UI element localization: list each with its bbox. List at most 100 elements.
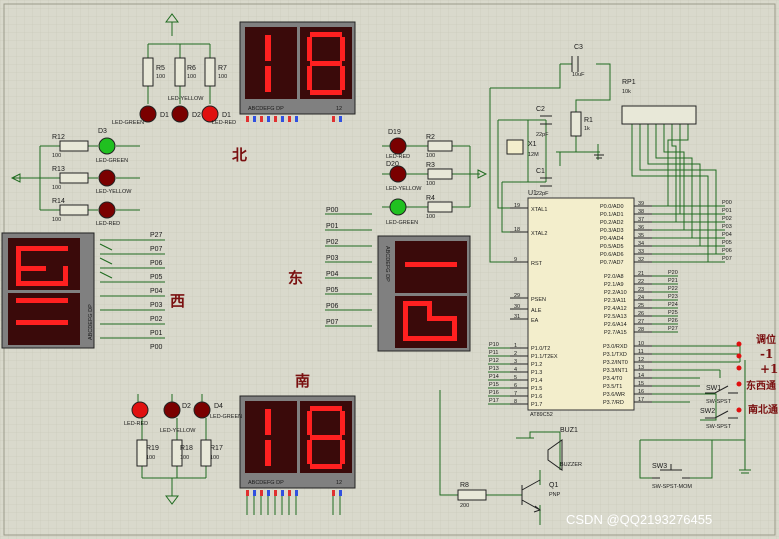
svg-text:SW2: SW2 — [700, 408, 715, 415]
svg-text:SW-SPST-MOM: SW-SPST-MOM — [652, 484, 692, 490]
svg-text:R17: R17 — [210, 445, 223, 452]
svg-text:P2.5/A13: P2.5/A13 — [604, 314, 627, 320]
svg-text:36: 36 — [638, 225, 644, 231]
svg-text:17: 17 — [638, 397, 644, 403]
svg-text:9: 9 — [514, 257, 517, 263]
svg-text:P03: P03 — [150, 302, 163, 309]
svg-text:P01: P01 — [150, 330, 163, 337]
svg-text:C3: C3 — [574, 44, 583, 51]
svg-text:4: 4 — [514, 367, 517, 373]
svg-text:P0.1/AD1: P0.1/AD1 — [600, 212, 624, 218]
svg-text:P03: P03 — [326, 255, 339, 262]
display-north[interactable]: ABCDEFG DP 12 — [239, 21, 356, 115]
svg-text:EA: EA — [531, 318, 539, 324]
svg-text:P25: P25 — [668, 310, 678, 316]
display-east[interactable]: ABCDEFG DP — [377, 235, 471, 352]
svg-text:3: 3 — [514, 359, 517, 365]
svg-text:P1.4: P1.4 — [531, 378, 542, 384]
svg-text:100: 100 — [52, 185, 61, 191]
east-led-group — [382, 137, 488, 216]
label-adjust: 调位 — [756, 333, 776, 346]
switch-sw2[interactable] — [705, 410, 738, 419]
svg-text:10k: 10k — [622, 89, 631, 95]
svg-text:24: 24 — [638, 295, 644, 301]
svg-text:P2.6/A14: P2.6/A14 — [604, 322, 627, 328]
svg-text:P1.6: P1.6 — [531, 394, 542, 400]
svg-text:P17: P17 — [489, 398, 499, 404]
south-led-group — [131, 394, 212, 505]
svg-text:10uF: 10uF — [572, 72, 585, 78]
svg-text:P0.0/AD0: P0.0/AD0 — [600, 204, 624, 210]
svg-text:P0.5/AD5: P0.5/AD5 — [600, 244, 624, 250]
svg-text:R19: R19 — [146, 445, 159, 452]
svg-text:P14: P14 — [489, 374, 499, 380]
svg-text:P0.7/AD7: P0.7/AD7 — [600, 260, 624, 266]
p1-net-lines — [488, 347, 510, 405]
switch-sw1[interactable] — [705, 385, 738, 394]
svg-text:P12: P12 — [489, 358, 499, 364]
svg-text:27: 27 — [638, 319, 644, 325]
svg-text:P3.7/RD: P3.7/RD — [603, 400, 624, 406]
svg-text:BUZZER: BUZZER — [560, 462, 582, 468]
resistor-pack-rp1[interactable] — [621, 105, 697, 125]
svg-text:100: 100 — [210, 455, 219, 461]
svg-text:16: 16 — [638, 389, 644, 395]
mcu-part: AT89C52 — [530, 412, 553, 418]
svg-text:LED-GREEN: LED-GREEN — [210, 414, 242, 420]
svg-text:21: 21 — [638, 271, 644, 277]
north-led-group — [139, 13, 219, 123]
svg-text:13: 13 — [638, 365, 644, 371]
svg-text:22pF: 22pF — [536, 132, 549, 138]
svg-text:22: 22 — [638, 279, 644, 285]
svg-text:P20: P20 — [668, 270, 678, 276]
svg-text:25: 25 — [638, 303, 644, 309]
svg-text:P21: P21 — [668, 278, 678, 284]
svg-text:7: 7 — [514, 391, 517, 397]
svg-text:R6: R6 — [187, 65, 196, 72]
svg-text:P06: P06 — [326, 303, 339, 310]
svg-text:P2.2/A10: P2.2/A10 — [604, 290, 627, 296]
svg-text:P05: P05 — [722, 240, 732, 246]
svg-text:LED-RED: LED-RED — [124, 421, 148, 427]
svg-text:D1: D1 — [222, 112, 231, 119]
svg-text:P2.3/A11: P2.3/A11 — [604, 298, 626, 304]
south-seg-label: ABCDEFG DP — [248, 480, 284, 486]
label-north-south: 南北通 — [748, 403, 778, 416]
svg-text:P26: P26 — [668, 318, 678, 324]
svg-text:28: 28 — [638, 327, 644, 333]
svg-text:P04: P04 — [722, 232, 732, 238]
display-west[interactable]: ABCDEFG DP — [1, 232, 95, 349]
svg-text:P3.6/WR: P3.6/WR — [603, 392, 625, 398]
mcu-at89c52[interactable] — [527, 197, 635, 411]
west-seg-label: ABCDEFG DP — [88, 304, 94, 340]
svg-text:RST: RST — [531, 261, 543, 267]
svg-text:30: 30 — [514, 304, 520, 310]
svg-text:12M: 12M — [528, 152, 539, 158]
svg-text:Q1: Q1 — [549, 482, 558, 489]
svg-text:P1.0/T2: P1.0/T2 — [531, 346, 550, 352]
east-seg-label: ABCDEFG DP — [384, 246, 390, 282]
svg-text:P3.5/T1: P3.5/T1 — [603, 384, 622, 390]
svg-text:R1: R1 — [584, 117, 593, 124]
display-south[interactable]: ABCDEFG DP 12 — [239, 395, 356, 489]
svg-text:14: 14 — [638, 373, 644, 379]
svg-text:LED-YELLOW: LED-YELLOW — [386, 186, 422, 192]
svg-text:22pF: 22pF — [536, 191, 549, 197]
svg-text:R5: R5 — [156, 65, 165, 72]
svg-text:D2: D2 — [182, 403, 191, 410]
svg-text:R7: R7 — [218, 65, 227, 72]
switch-sw3[interactable] — [652, 464, 690, 479]
svg-text:LED-RED: LED-RED — [386, 154, 410, 160]
p0-bus — [631, 124, 725, 263]
svg-text:38: 38 — [638, 209, 644, 215]
svg-text:18: 18 — [514, 227, 520, 233]
label-plus: +1 — [760, 362, 778, 376]
svg-text:100: 100 — [180, 455, 189, 461]
svg-text:P00: P00 — [150, 344, 163, 351]
svg-text:P3.0/RXD: P3.0/RXD — [603, 344, 627, 350]
svg-text:PNP: PNP — [549, 492, 561, 498]
svg-text:P02: P02 — [150, 316, 163, 323]
svg-text:RP1: RP1 — [622, 79, 636, 86]
svg-text:100: 100 — [187, 74, 196, 80]
